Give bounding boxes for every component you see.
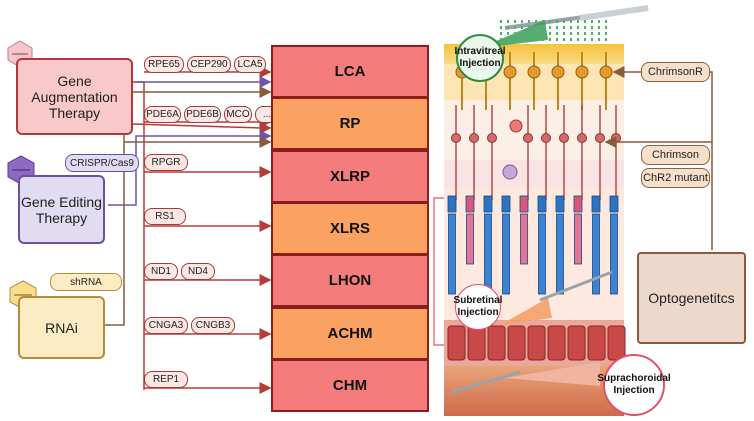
chr2-mutant-label: ChR2 mutant — [641, 168, 710, 188]
gene-pill-lca: RPE65 — [144, 56, 184, 73]
subretinal-syringe-icon — [500, 270, 613, 325]
suprachoroidal-injection-label: Suprachoroidal Injection — [597, 354, 671, 416]
gene-pill-achm: CNGA3 — [144, 317, 188, 334]
rnai-therapy-box: RNAi — [18, 296, 105, 359]
augmentation-arrows — [131, 66, 272, 394]
chrimsonr-label: ChrimsonR — [641, 62, 710, 82]
optogenetics-box: Optogenetitcs — [637, 252, 746, 344]
subretinal-injection-label: Subretinal Injection — [454, 284, 502, 330]
intravitreal-syringe-icon — [480, 5, 649, 48]
disease-box-achm: ACHM — [271, 306, 429, 360]
gene-pill-rp: MCO — [224, 106, 252, 123]
disease-box-rp: RP — [271, 97, 429, 151]
retina-illustration — [444, 5, 649, 416]
gene-pill-achm: CNGB3 — [191, 317, 235, 334]
disease-box-lhon: LHON — [271, 254, 429, 308]
disease-box-lca: LCA — [271, 45, 429, 98]
disease-box-xlrs: XLRS — [271, 201, 429, 255]
gene-pill-rp: PDE6A — [144, 106, 181, 123]
gene-pill-lhon: ND1 — [144, 263, 178, 280]
gene-pill-lca: LCA5 — [234, 56, 266, 73]
disease-box-chm: CHM — [271, 358, 429, 412]
gene-pill-chm: REP1 — [144, 371, 188, 388]
gene-pill-rp: PDE6B — [184, 106, 221, 123]
rnai-arrows — [104, 86, 272, 326]
gene-editing-therapy-box: Gene Editing Therapy — [18, 175, 105, 244]
shrna-label: shRNA — [50, 273, 122, 291]
editing-arrows — [108, 76, 272, 206]
gene-pill-xlrs: RS1 — [144, 208, 186, 225]
intravitreal-injection-label: Intravitreal Injection — [454, 34, 506, 82]
gene-pill-lhon: ND4 — [181, 263, 215, 280]
disease-box-xlrp: XLRP — [271, 149, 429, 203]
gene-pill-lca: CEP290 — [187, 56, 231, 73]
gene-augmentation-therapy-box: Gene Augmentation Therapy — [16, 58, 133, 135]
suprachoroidal-syringe-icon — [451, 362, 600, 394]
gene-pill-xlrp: RPGR — [144, 154, 188, 171]
crispr-cas9-label: CRISPR/Cas9 — [65, 154, 139, 172]
chrimson-label: Chrimson — [641, 145, 710, 165]
